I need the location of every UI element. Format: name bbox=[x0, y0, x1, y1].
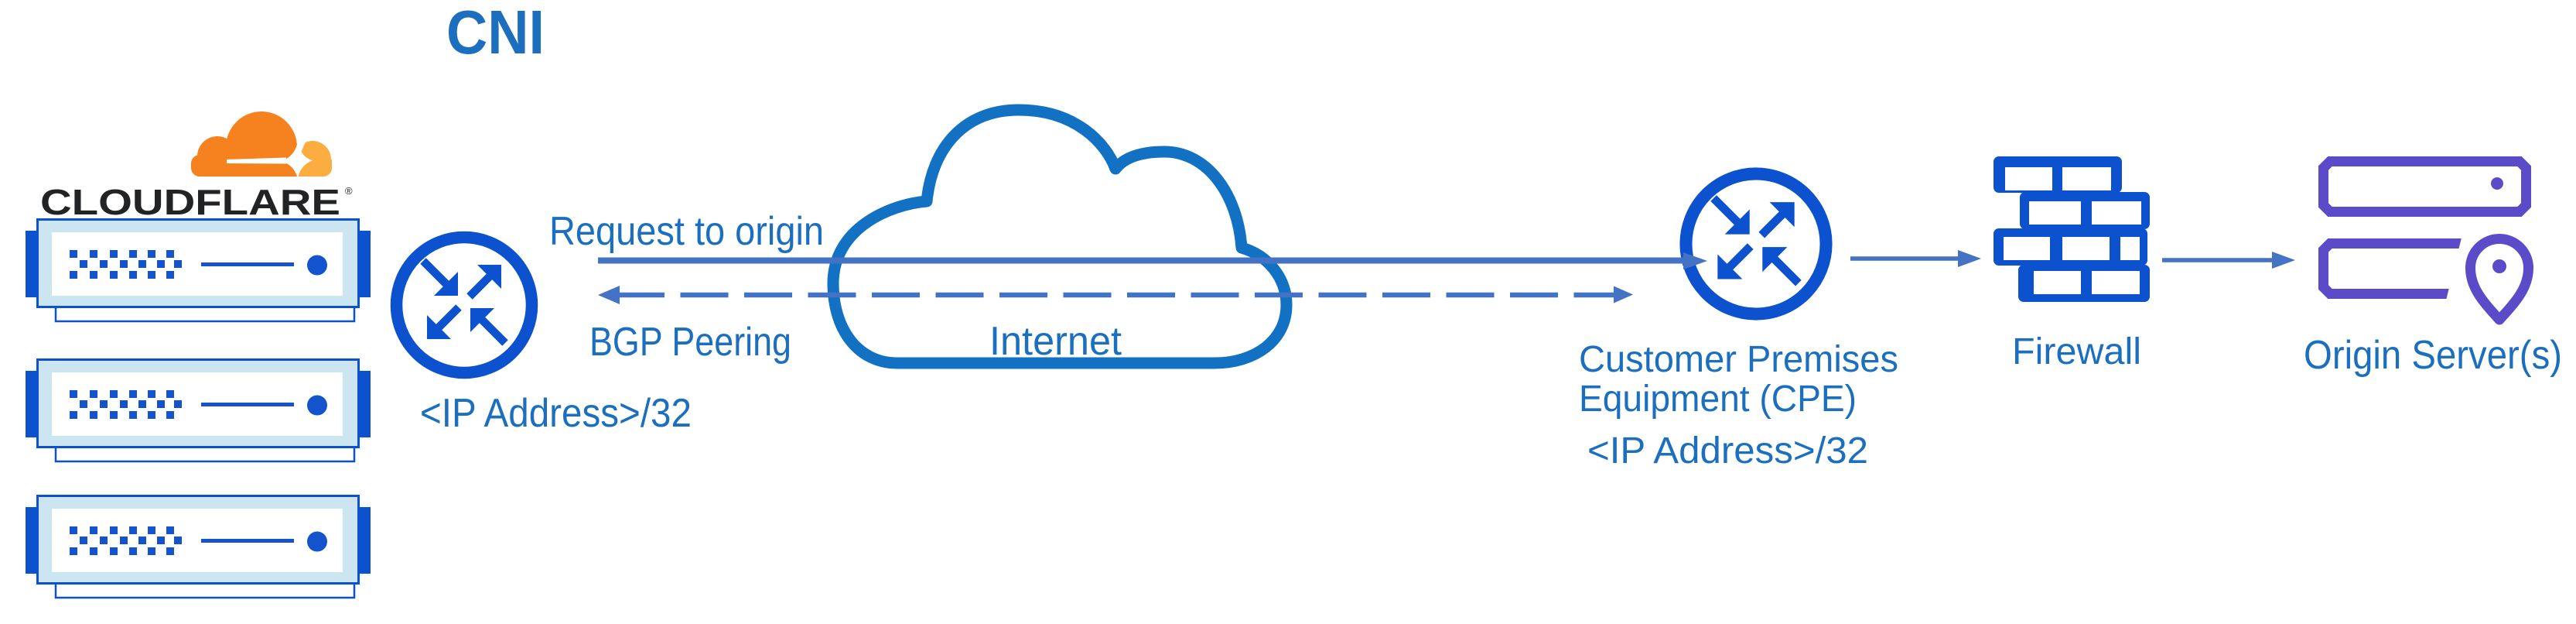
svg-text:BGP Peering: BGP Peering bbox=[589, 320, 791, 365]
svg-text:Customer Premises: Customer Premises bbox=[1579, 339, 1898, 380]
svg-text:<IP Address>/32: <IP Address>/32 bbox=[1587, 430, 1868, 471]
svg-text:Request to origin: Request to origin bbox=[549, 209, 824, 254]
svg-text:<IP Address>/32: <IP Address>/32 bbox=[420, 391, 692, 436]
svg-text:Firewall: Firewall bbox=[2012, 331, 2141, 372]
svg-text:CNI: CNI bbox=[446, 0, 545, 67]
svg-text:®: ® bbox=[345, 185, 353, 197]
svg-text:Internet: Internet bbox=[989, 319, 1122, 364]
svg-text:CLOUDFLARE: CLOUDFLARE bbox=[40, 182, 340, 222]
svg-text:Equipment (CPE): Equipment (CPE) bbox=[1579, 379, 1857, 420]
svg-text:Origin Server(s): Origin Server(s) bbox=[2304, 333, 2562, 378]
